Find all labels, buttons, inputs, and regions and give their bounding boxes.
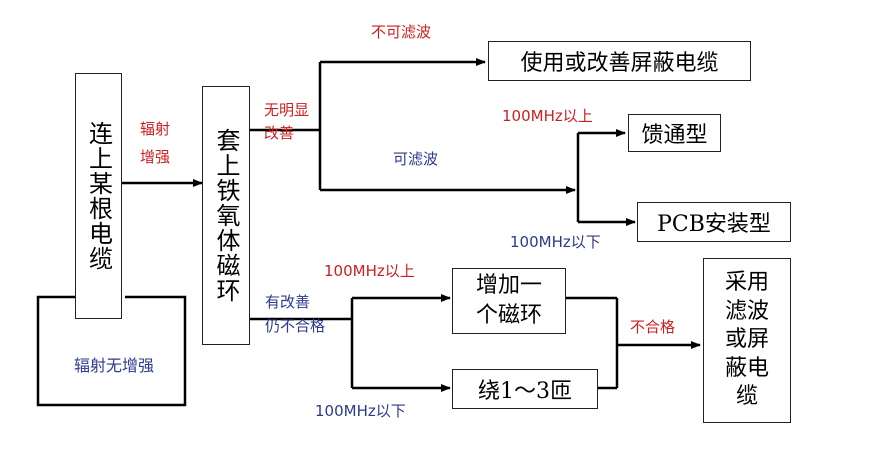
- node-shield-cable: 使用或改善屏蔽电缆: [488, 41, 751, 81]
- node-wind-turns: 绕1～3匝: [452, 369, 598, 409]
- label-not-filterable: 不可滤波: [371, 23, 432, 41]
- label-above-100mhz-2: 100MHz以上: [324, 262, 415, 280]
- label-above-100mhz-1: 100MHz以上: [502, 107, 593, 125]
- node-feedthrough: 馈通型: [628, 114, 721, 152]
- label-below-100mhz-1: 100MHz以下: [510, 233, 601, 251]
- node-pcb-mount: PCB安装型: [637, 202, 791, 242]
- label-improved-still-fail: 有改善 仍不合格: [265, 293, 326, 335]
- label-radiation-no-increase: 辐射无增强: [74, 356, 155, 375]
- node-filter-or-shield: 采用 滤波 或屏 蔽电 缆: [703, 258, 791, 423]
- label-radiation-increase: 辐射 增强: [140, 120, 171, 166]
- node-add-ring: 增加一 个磁环: [452, 268, 566, 334]
- label-filterable: 可滤波: [393, 150, 439, 168]
- node-connect-cable: 连上某根电缆: [75, 73, 122, 319]
- label-no-obvious-improvement: 无明显 改善: [264, 101, 310, 143]
- label-below-100mhz-2: 100MHz以下: [315, 402, 406, 420]
- loop-no-radiation-increase: [36, 295, 187, 407]
- label-fail: 不合格: [630, 318, 676, 336]
- node-ferrite-ring: 套上铁氧体磁环: [202, 86, 250, 345]
